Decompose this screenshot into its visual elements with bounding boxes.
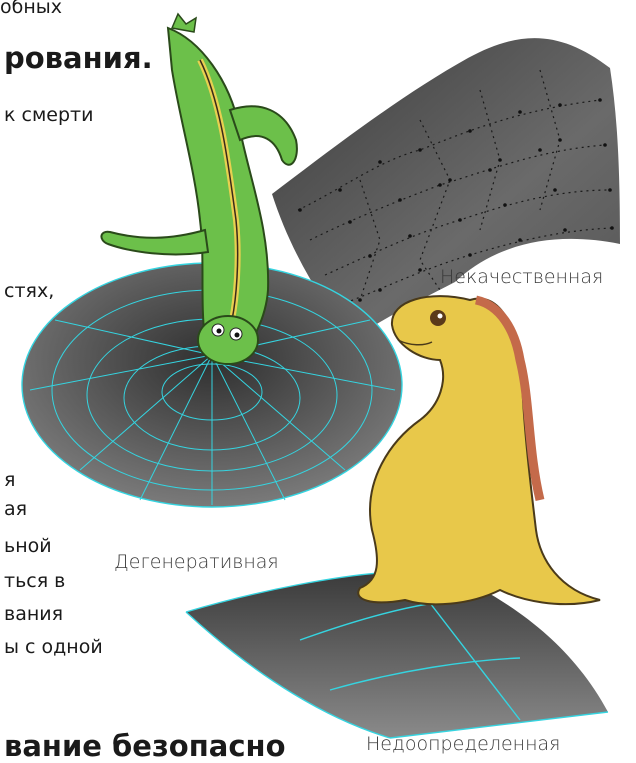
caption-poor-quality: Некачественная bbox=[440, 268, 603, 287]
caption-underdetermined: Недоопределенная bbox=[366, 735, 560, 754]
caption-degenerate: Дегенеративная bbox=[114, 553, 279, 572]
yellow-dinosaur-illustration bbox=[358, 296, 600, 604]
